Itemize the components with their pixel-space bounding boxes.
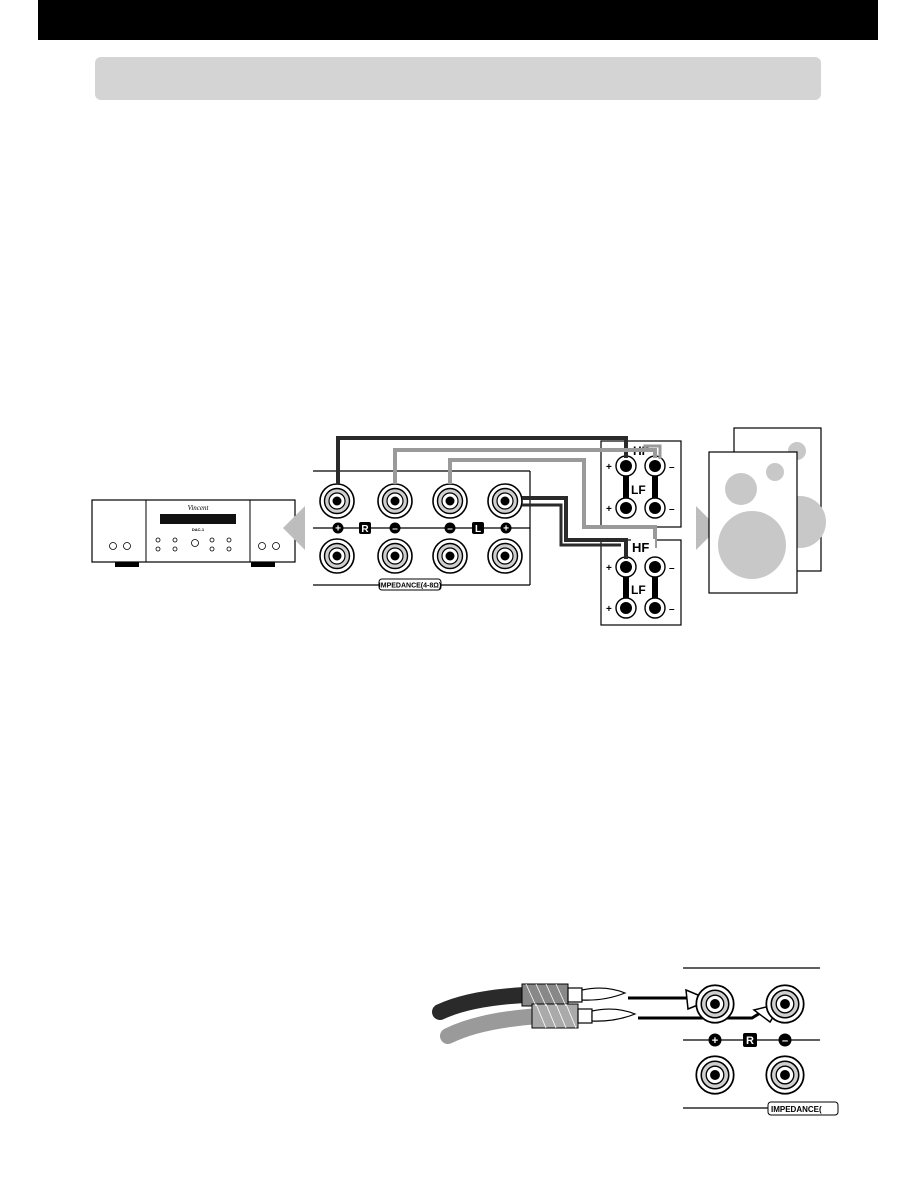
detail-plus: +: [712, 1035, 718, 1047]
amp-left-label: L: [475, 524, 481, 535]
amp-terminal-panel: + R – – L + IMPEDANCE(4-8Ω): [313, 470, 531, 591]
flow-arrow-left: [283, 506, 305, 550]
upper-plus-top: +: [606, 462, 612, 473]
section-title-bar: [95, 57, 821, 100]
lower-plus-top: +: [606, 563, 612, 574]
upper-lf-label: LF: [631, 483, 646, 497]
disc-tray: [160, 514, 236, 524]
amp-r-minus: –: [392, 524, 398, 535]
speaker-cabinets: [708, 427, 826, 594]
wire-l-plus-inner: [522, 503, 621, 547]
upper-plus-bottom: +: [606, 504, 612, 515]
detail-impedance-label: IMPEDANCE(: [771, 1105, 822, 1114]
lower-minus-top: –: [669, 563, 675, 574]
speaker-terminals-upper: HF LF + + – –: [600, 440, 682, 528]
wire-l-minus: [448, 458, 657, 548]
lower-minus-bottom: –: [669, 604, 675, 615]
banana-plug-detail: [432, 983, 784, 1044]
player-brand: Vincent: [188, 504, 210, 512]
amp-impedance-label: IMPEDANCE(4-8Ω): [379, 583, 441, 590]
amp-l-minus: –: [447, 524, 453, 535]
player-model: DAC-1: [192, 527, 205, 532]
flow-arrow-right: [696, 506, 718, 550]
amp-r-plus: +: [335, 524, 341, 535]
cd-player: Vincent DAC-1: [91, 499, 296, 567]
detail-minus: –: [782, 1035, 788, 1047]
upper-minus-bottom: –: [669, 504, 675, 515]
wire-l-plus: [522, 496, 628, 559]
player-buttons: [109, 537, 280, 552]
lower-hf-label: HF: [632, 540, 649, 555]
speaker-terminals-lower: LF + + – –: [600, 539, 682, 626]
amp-l-plus: +: [503, 524, 509, 535]
wire-r-minus-loop: [643, 444, 662, 459]
lower-lf-label: LF: [631, 583, 646, 597]
upper-minus-top: –: [669, 462, 675, 473]
detail-terminal-panel: + R – IMPEDANCE(: [683, 967, 839, 1116]
lower-plus-bottom: +: [606, 604, 612, 615]
speaker-wires: [336, 436, 662, 559]
top-header-bar: [38, 0, 878, 40]
detail-right-label: R: [746, 1035, 754, 1047]
amp-right-label: R: [361, 524, 369, 535]
